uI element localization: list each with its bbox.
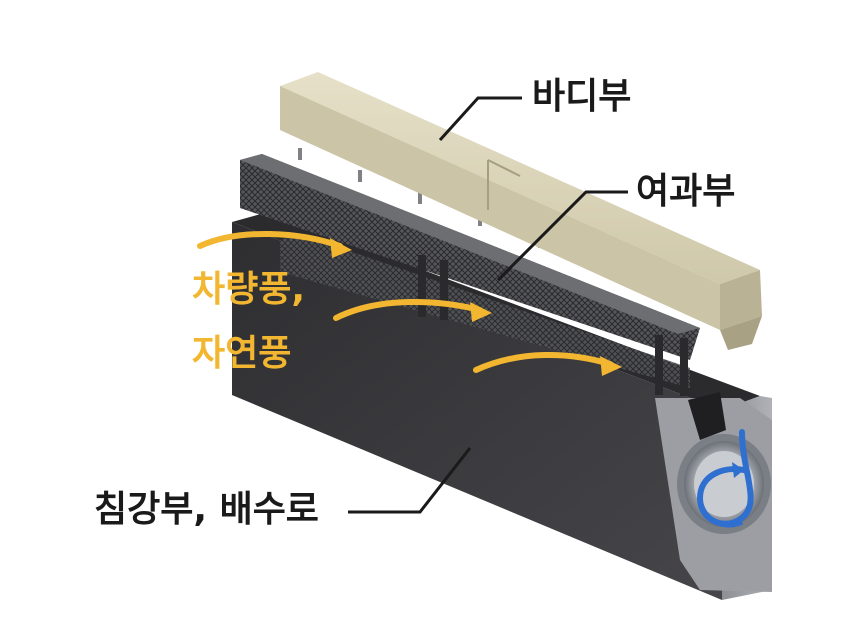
label-body-part: 바디부 (532, 76, 632, 117)
leader-line-filter (496, 190, 628, 282)
wind-arrow-icon-1 (197, 230, 352, 258)
pipe-opening (677, 434, 771, 534)
leader-line-body (438, 96, 522, 142)
leader-line-settling (348, 447, 472, 514)
label-settling-part: 침강부, 배수로 (94, 489, 319, 530)
label-filter-part: 여과부 (636, 171, 736, 212)
label-wind-line1: 차량풍, (192, 269, 306, 310)
label-wind-line2: 자연풍 (192, 333, 292, 374)
wind-arrow-icon-2 (333, 298, 492, 322)
water-swirl-icon (696, 429, 754, 528)
concrete-cover-body (280, 72, 762, 350)
wind-arrow-icon-3 (473, 352, 622, 376)
